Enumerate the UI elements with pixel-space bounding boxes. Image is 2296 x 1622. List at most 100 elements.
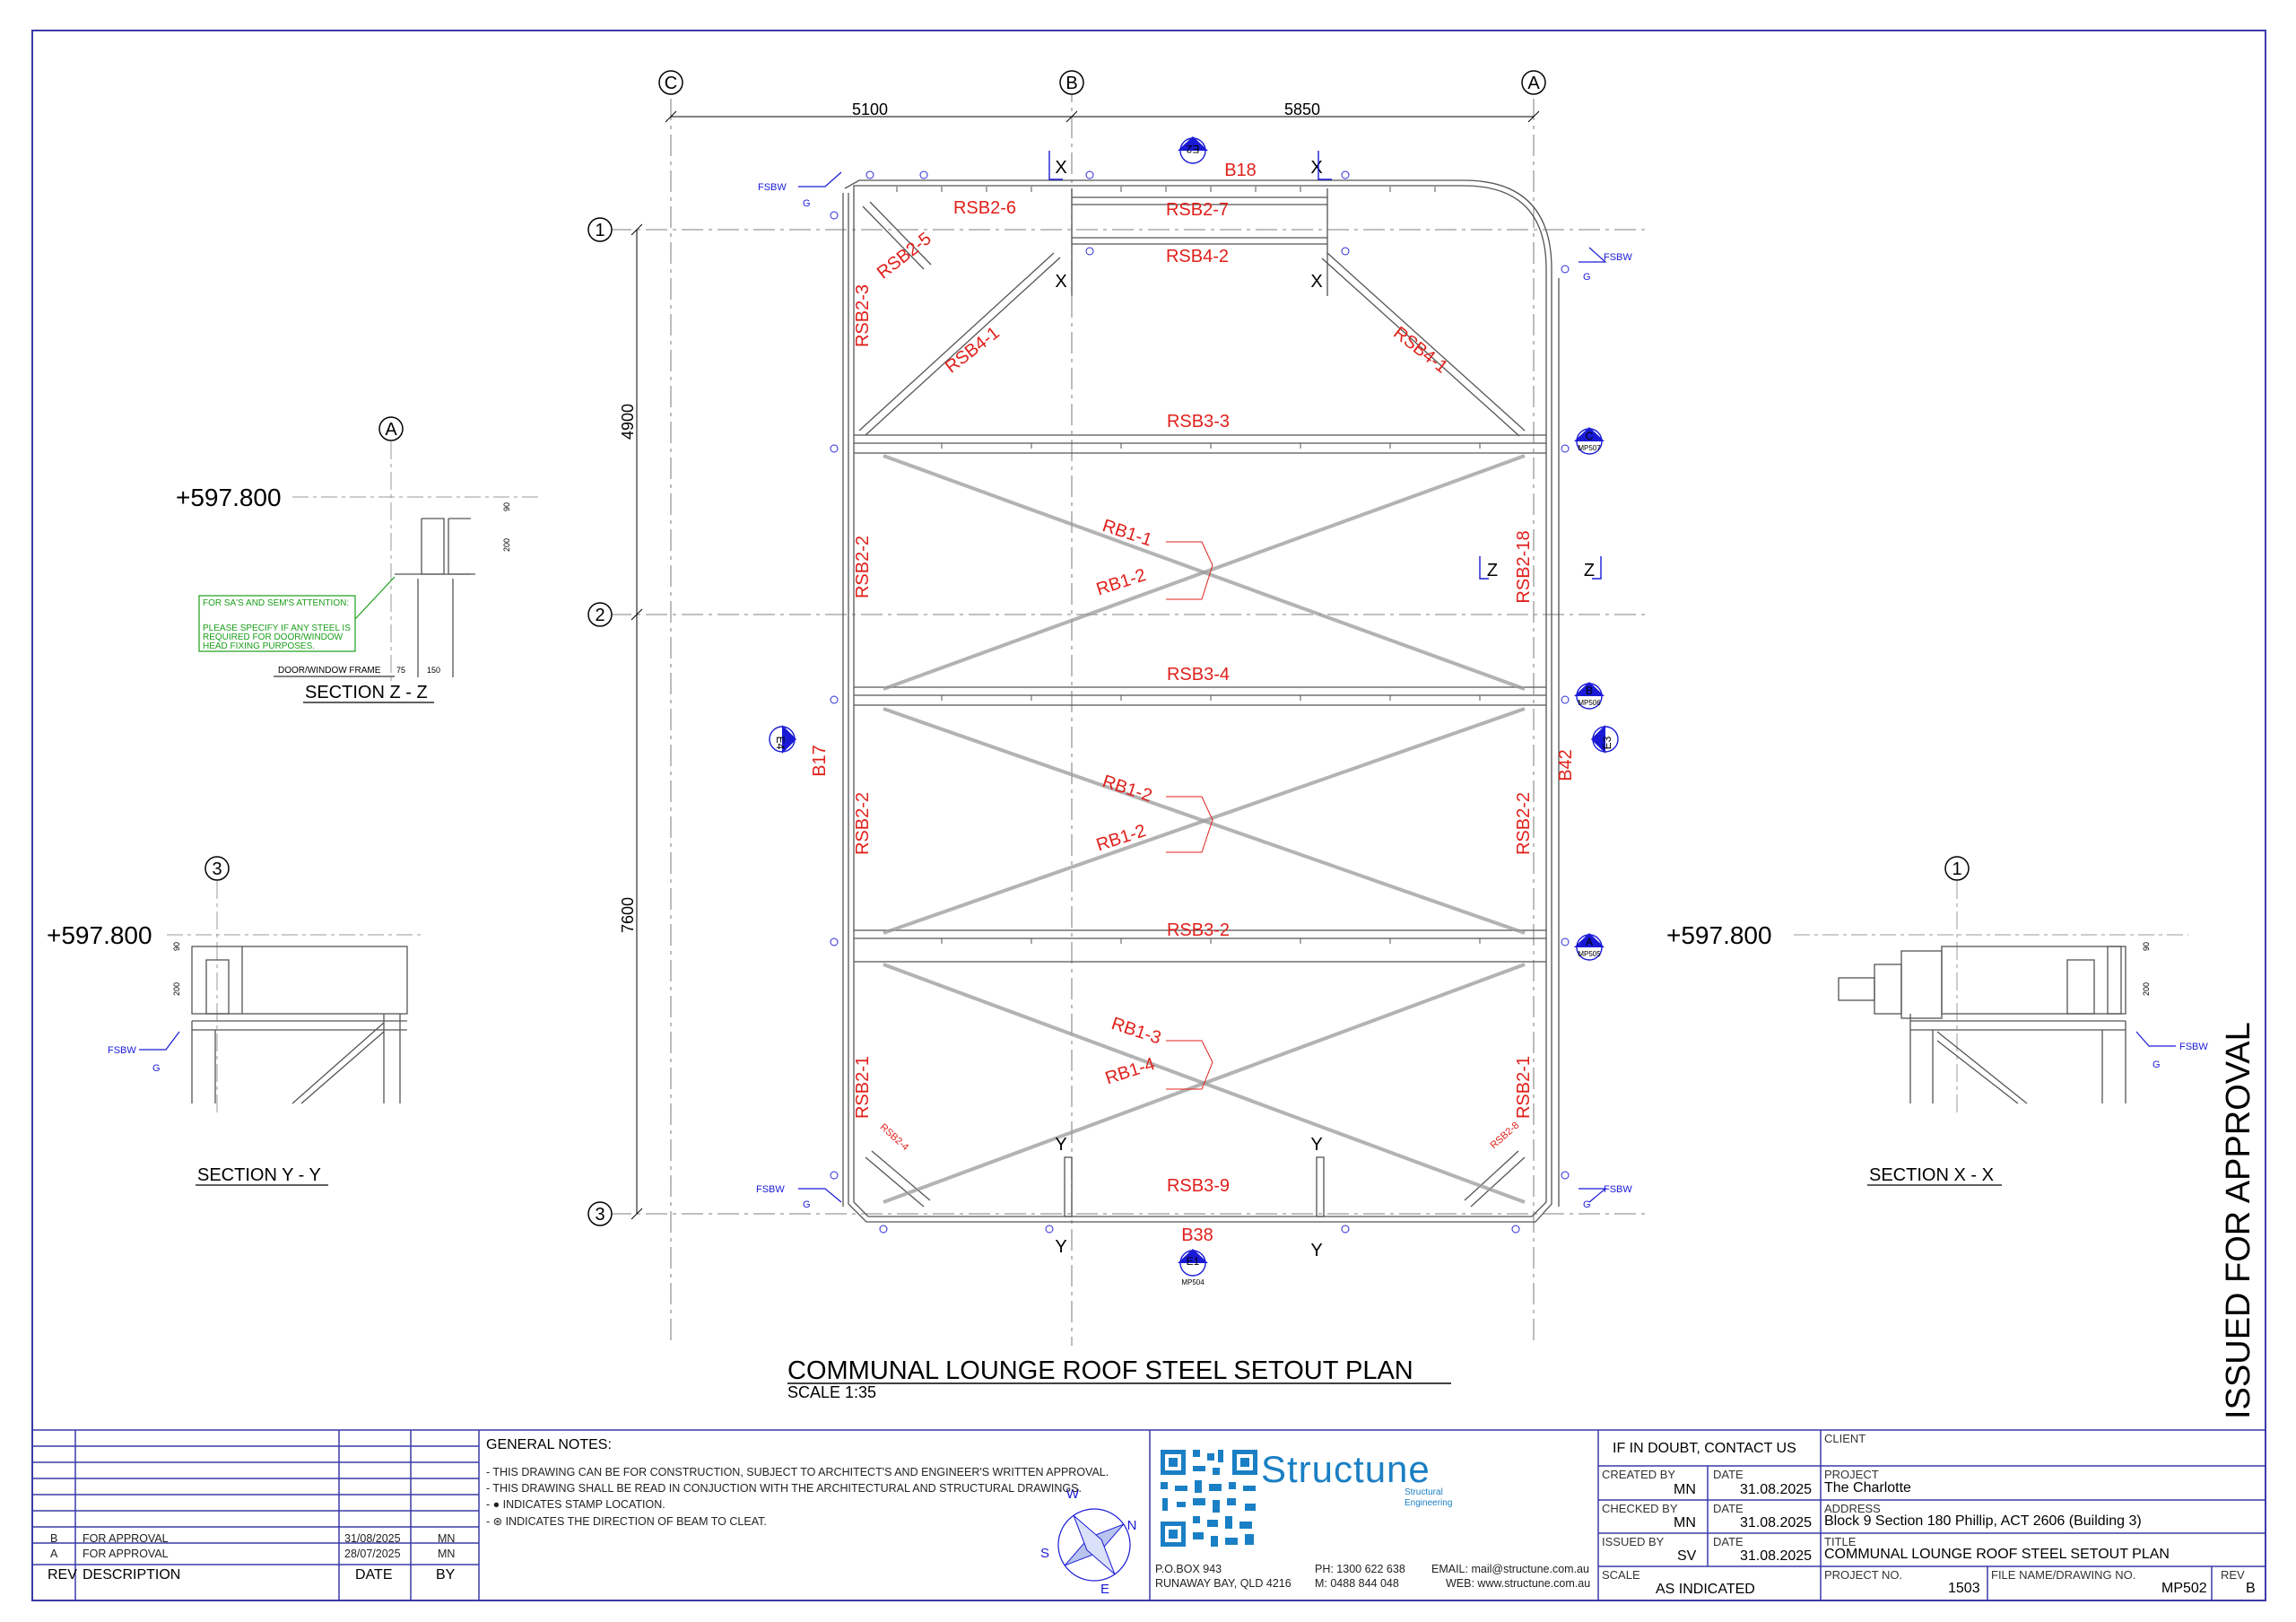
plan-title: COMMUNAL LOUNGE ROOF STEEL SETOUT PLAN — [787, 1356, 1413, 1385]
general-note-1: - THIS DRAWING CAN BE FOR CONSTRUCTION, … — [486, 1466, 1109, 1478]
svg-text:90: 90 — [502, 502, 511, 511]
svg-text:G: G — [2152, 1060, 2161, 1070]
svg-text:90: 90 — [2142, 942, 2151, 951]
svg-text:G: G — [152, 1063, 161, 1074]
svg-text:90: 90 — [172, 942, 181, 951]
grid-bubble-1: 1 — [587, 217, 613, 242]
svg-text:E2: E2 — [1186, 143, 1199, 155]
section-mark-z-1: Z — [1487, 561, 1498, 580]
weld-fsbw-4: FSBW — [1604, 1184, 1632, 1195]
svg-text:FSBW: FSBW — [2179, 1042, 2208, 1052]
svg-text:E3: E3 — [1601, 736, 1613, 749]
label-rb1-3: RB1-3 — [1109, 1014, 1163, 1048]
svg-text:PLEASE SPECIFY IF ANY STEEL IS: PLEASE SPECIFY IF ANY STEEL IS — [203, 624, 351, 633]
general-notes-heading: GENERAL NOTES: — [486, 1437, 612, 1452]
issued-date-label: DATE — [1713, 1535, 1744, 1548]
svg-text:+597.800: +597.800 — [47, 921, 152, 949]
created-by-label: CREATED BY — [1602, 1468, 1676, 1481]
label-b42: B42 — [1556, 749, 1576, 781]
svg-text:A: A — [1586, 936, 1593, 948]
callout-e3: E3 — [1591, 725, 1619, 754]
company-suburb: RUNAWAY BAY, QLD 4216 — [1155, 1577, 1292, 1590]
rev-header-by: BY — [436, 1567, 456, 1583]
svg-text:MP507: MP507 — [1578, 444, 1601, 452]
svg-text:DOOR/WINDOW FRAME: DOOR/WINDOW FRAME — [278, 666, 381, 676]
dim-5100: 5100 — [852, 100, 888, 118]
dim-4900: 4900 — [619, 404, 637, 440]
label-rsb2-2-b: RSB2-2 — [853, 792, 873, 855]
qr-code — [1159, 1448, 1259, 1548]
weld-g-4: G — [1583, 1199, 1591, 1210]
general-note-3: - ● INDICATES STAMP LOCATION. — [486, 1498, 665, 1511]
svg-text:W: W — [1066, 1487, 1080, 1502]
rev-a-description: FOR APPROVAL — [83, 1548, 169, 1560]
svg-text:MP504: MP504 — [1181, 1278, 1205, 1286]
svg-text:1: 1 — [1952, 859, 1961, 879]
label-rsb2-2-a: RSB2-2 — [853, 536, 873, 598]
weld-g-2: G — [1583, 272, 1591, 283]
label-rsb2-8: RSB2-8 — [1489, 1120, 1522, 1151]
label-rb1-4: RB1-4 — [1103, 1054, 1158, 1088]
rev-b-description: FOR APPROVAL — [83, 1532, 169, 1545]
rev-header-description: DESCRIPTION — [83, 1567, 181, 1583]
svg-text:+597.800: +597.800 — [176, 484, 282, 511]
project-value: The Charlotte — [1824, 1480, 1911, 1496]
callout-e1: E1 MP504 — [1178, 1249, 1208, 1286]
rev-value: B — [2246, 1581, 2256, 1596]
rev-header-rev: REV — [48, 1567, 77, 1583]
label-b38: B38 — [1181, 1225, 1213, 1245]
svg-text:200: 200 — [172, 982, 181, 996]
callout-e4: E4 — [769, 725, 796, 754]
weld-fsbw-3: FSBW — [756, 1184, 785, 1195]
label-rsb2-4: RSB2-4 — [878, 1121, 911, 1153]
svg-text:A: A — [1527, 74, 1540, 93]
label-rsb3-9: RSB3-9 — [1167, 1176, 1230, 1196]
weld-fsbw-1: FSBW — [758, 182, 787, 193]
svg-text:200: 200 — [502, 538, 511, 552]
section-y-y: 3 +597.800 90 200 FSBW G SECTION Y - Y — [47, 856, 422, 1186]
callout-c: C MP507 — [1574, 427, 1605, 455]
address-value: Block 9 Section 180 Phillip, ACT 2606 (B… — [1824, 1513, 2142, 1529]
svg-text:200: 200 — [2142, 982, 2151, 996]
if-in-doubt: IF IN DOUBT, CONTACT US — [1613, 1441, 1796, 1456]
company-email: EMAIL: mail@structune.com.au — [1431, 1563, 1589, 1575]
svg-text:SECTION Y - Y: SECTION Y - Y — [197, 1165, 321, 1185]
file-label: FILE NAME/DRAWING NO. — [1991, 1568, 2136, 1582]
callout-a: A MP505 — [1574, 933, 1605, 961]
svg-text:B: B — [1065, 74, 1077, 93]
label-rsb2-2-c: RSB2-2 — [1514, 792, 1534, 855]
checked-by-value: MN — [1674, 1515, 1696, 1530]
label-rsb2-1-right: RSB2-1 — [1514, 1056, 1534, 1119]
file-value: MP502 — [2161, 1581, 2207, 1596]
svg-text:3: 3 — [595, 1205, 604, 1225]
svg-text:E1: E1 — [1187, 1255, 1200, 1268]
rev-a-code: A — [50, 1548, 58, 1560]
svg-text:A: A — [385, 420, 397, 440]
client-label: CLIENT — [1824, 1432, 1866, 1445]
label-rsb4-1-left: RSB4-1 — [942, 323, 1004, 377]
label-rsb3-3: RSB3-3 — [1167, 412, 1230, 432]
project-label: PROJECT — [1824, 1468, 1879, 1481]
issued-for-approval-stamp: ISSUED FOR APPROVAL — [2220, 1022, 2257, 1419]
section-x-x: 1 +597.800 90 200 FSBW G SECTION X - X — [1666, 856, 2208, 1186]
label-rsb3-4: RSB3-4 — [1167, 665, 1230, 685]
svg-text:SECTION X - X: SECTION X - X — [1869, 1165, 1994, 1185]
company-tagline-1: Structural — [1405, 1487, 1443, 1497]
company-logo-text: Structune — [1261, 1448, 1431, 1490]
svg-text:SECTION Z - Z: SECTION Z - Z — [305, 683, 428, 702]
svg-text:+597.800: +597.800 — [1666, 921, 1772, 949]
svg-text:C: C — [1586, 430, 1594, 442]
sheet-border — [31, 30, 2266, 1601]
section-mark-y-3: Y — [1055, 1237, 1066, 1257]
project-no-label: PROJECT NO. — [1824, 1568, 1903, 1582]
svg-text:MP505: MP505 — [1578, 950, 1601, 958]
weld-g-1: G — [803, 198, 811, 209]
checked-date-value: 31.08.2025 — [1740, 1515, 1813, 1530]
plan-scale: SCALE 1:35 — [787, 1383, 876, 1401]
label-rb1-2-b: RB1-2 — [1100, 772, 1154, 806]
title-block: REV DESCRIPTION DATE BY B FOR APPROVAL 3… — [32, 1430, 2266, 1600]
label-rsb2-6: RSB2-6 — [953, 198, 1016, 218]
section-mark-y-4: Y — [1310, 1241, 1322, 1260]
issued-date-value: 31.08.2025 — [1740, 1548, 1813, 1564]
svg-text:FOR SA'S AND SEM'S ATTENTION:: FOR SA'S AND SEM'S ATTENTION: — [203, 598, 349, 608]
